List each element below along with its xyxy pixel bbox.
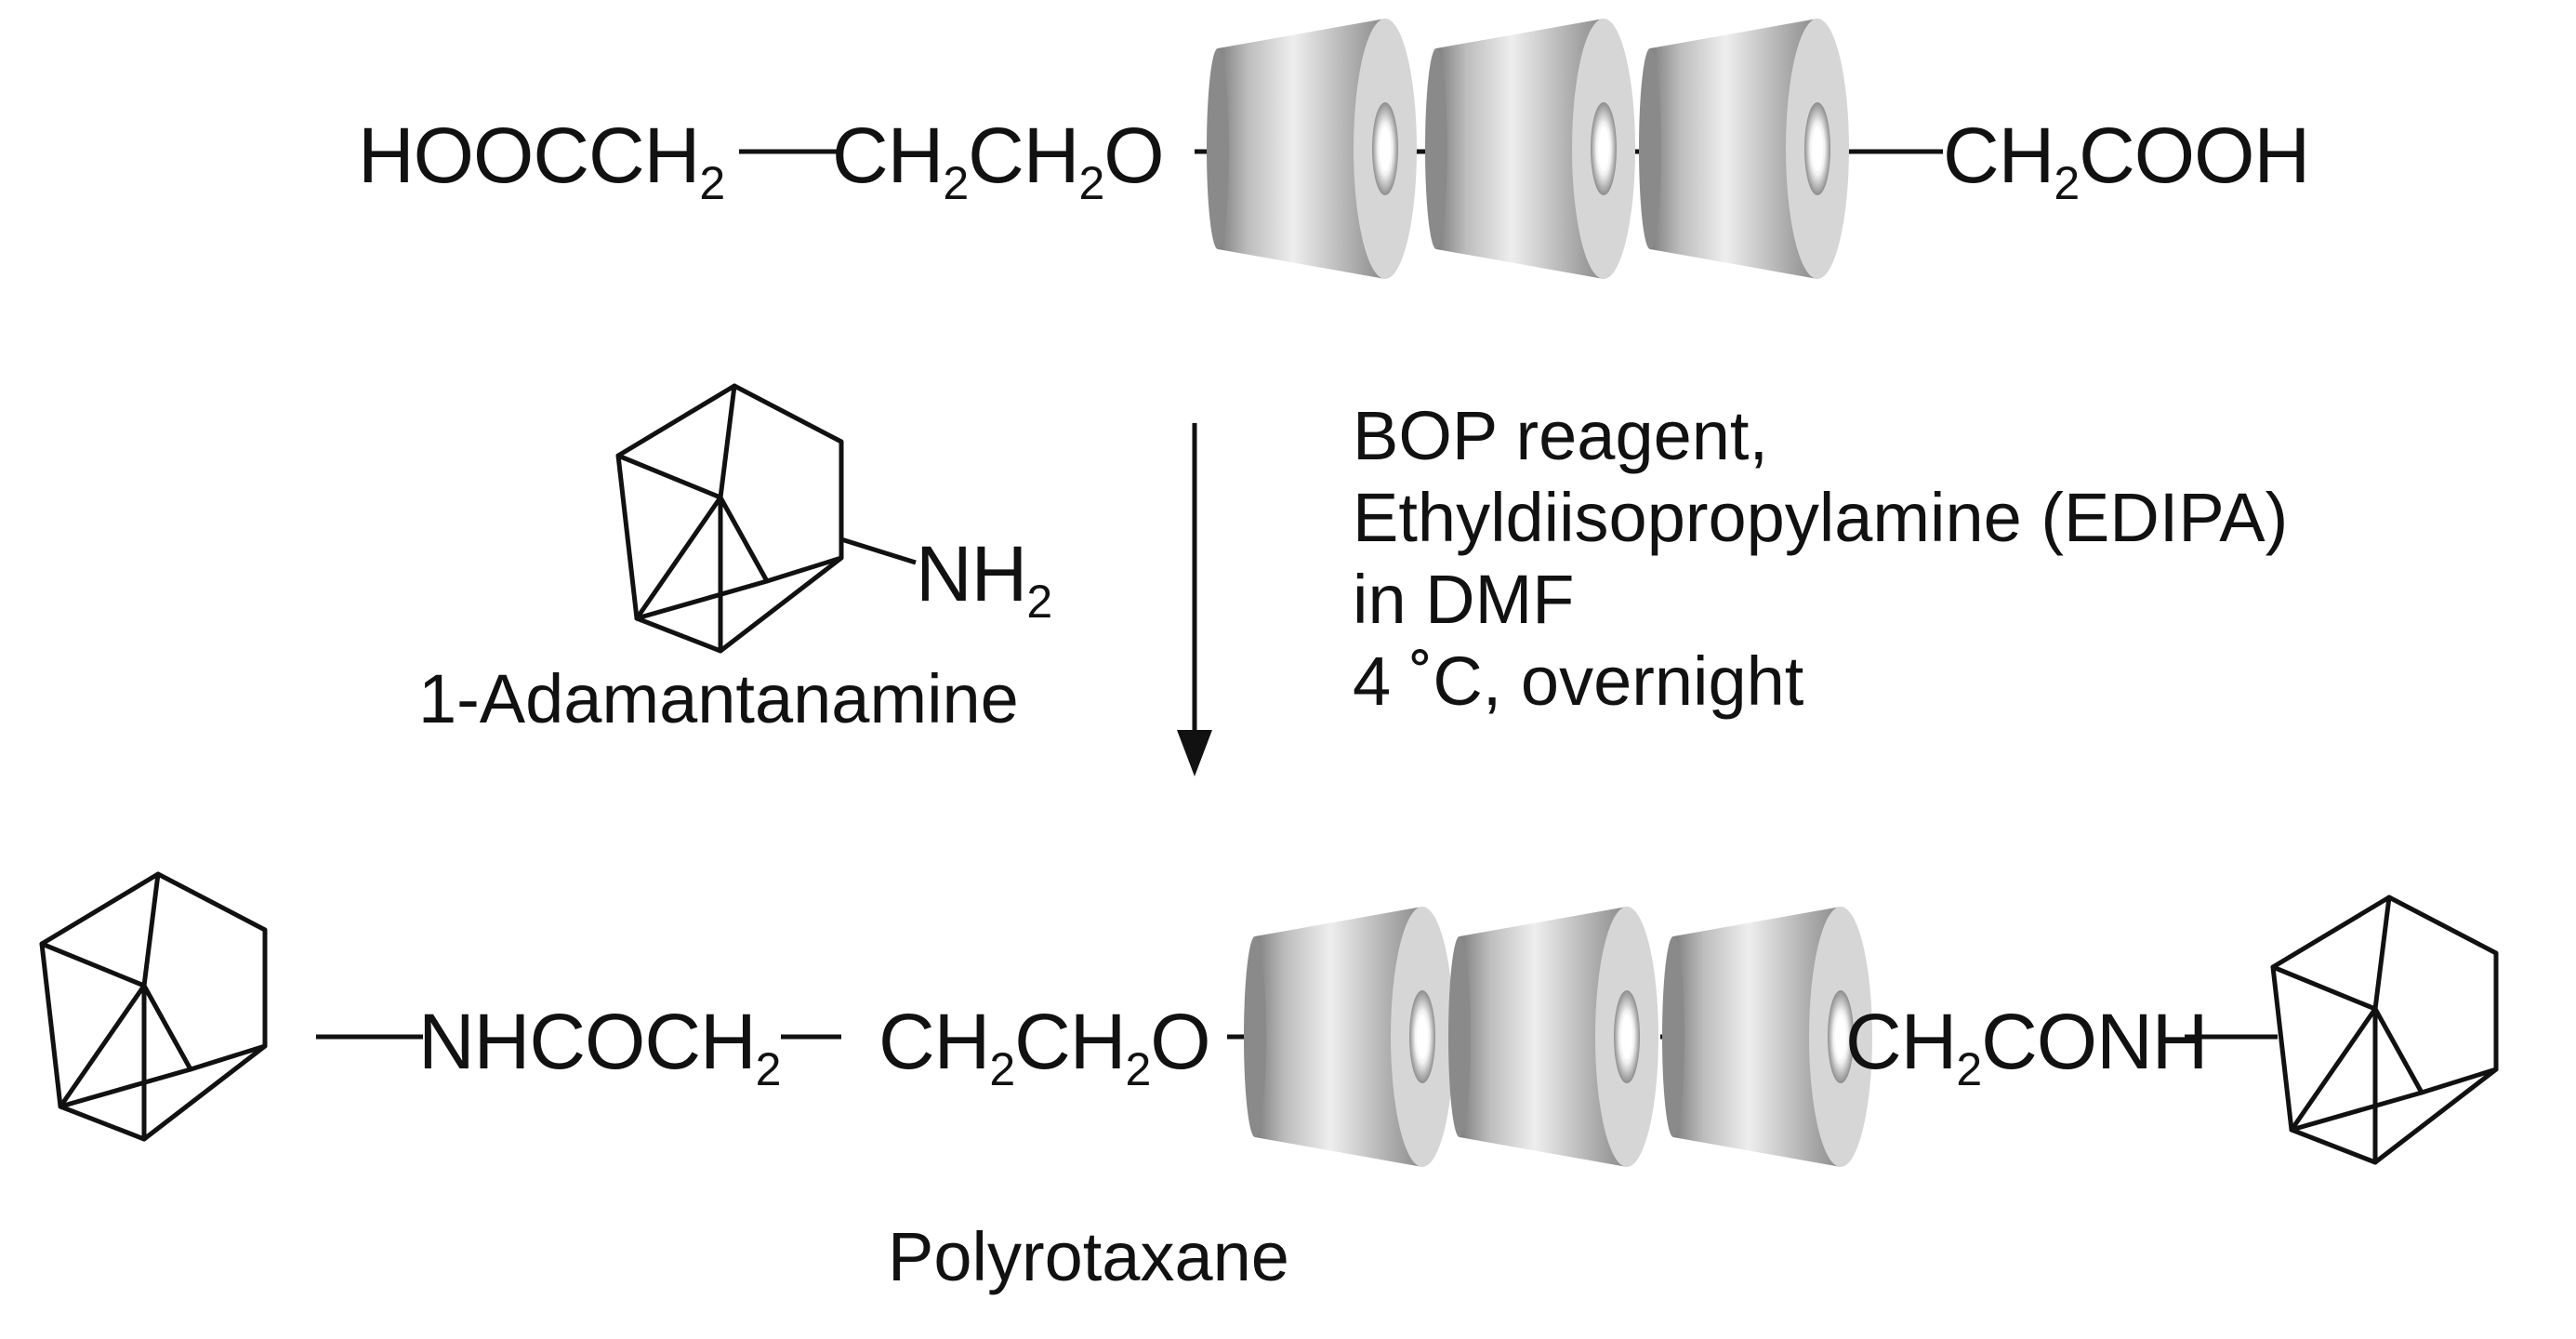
product-chain: CH2CH2O <box>878 998 1211 1095</box>
reaction-arrow <box>1177 423 1212 776</box>
product-right-group: CH2CONH <box>1845 998 2208 1095</box>
condition-base: Ethyldiisopropylamine (EDIPA) <box>1353 479 2289 556</box>
reactant-right-group: CH2COOH <box>1943 112 2310 209</box>
reactant-left-group: HOOCCH2 <box>358 112 725 209</box>
adamantanamine-structure <box>618 386 917 651</box>
reactant-bond-1 <box>739 149 841 154</box>
cyclodextrin-ring-1 <box>1207 19 1417 279</box>
cyclodextrin-ring-6 <box>1662 907 1872 1167</box>
left-adamantyl-stopper <box>42 874 265 1139</box>
product-name: Polyrotaxane <box>888 1218 1289 1295</box>
reaction-conditions: BOP reagent, Ethyldiisopropylamine (EDIP… <box>1353 395 2288 723</box>
condition-solvent: in DMF <box>1353 561 1575 638</box>
amine-name: 1-Adamantanamine <box>418 660 1019 737</box>
reactant-chain: CH2CH2O <box>832 112 1165 209</box>
condition-temperature-time: 4 ˚C, overnight <box>1353 643 1804 720</box>
product-cyclodextrin-rings <box>1244 907 1872 1167</box>
cyclodextrin-ring-4 <box>1244 907 1454 1167</box>
condition-reagent: BOP reagent, <box>1353 397 1769 474</box>
right-adamantyl-stopper <box>2273 897 2496 1162</box>
amine-group-label: NH2 <box>916 530 1052 628</box>
cyclodextrin-ring-5 <box>1448 907 1658 1167</box>
cyclodextrin-ring-2 <box>1425 19 1635 279</box>
cyclodextrin-ring-3 <box>1639 19 1849 279</box>
product-left-group: NHCOCH2 <box>418 998 781 1095</box>
reactant-cyclodextrin-rings <box>1207 19 1849 279</box>
